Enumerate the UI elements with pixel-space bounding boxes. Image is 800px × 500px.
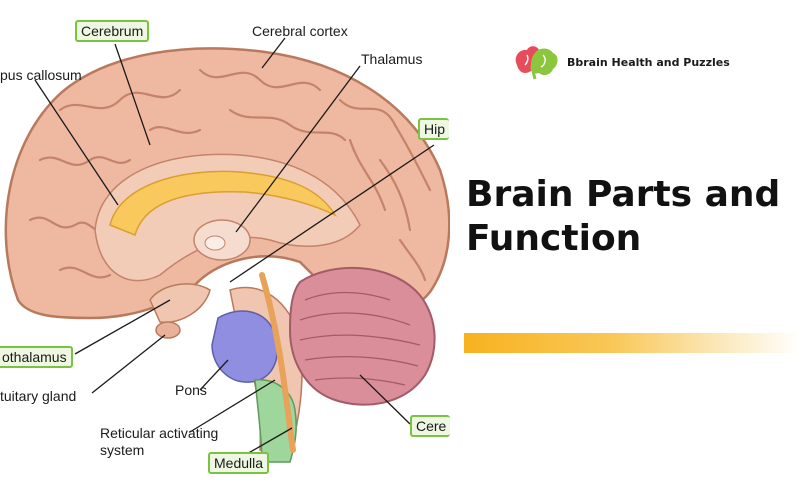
label-cerebral-cortex: Cerebral cortex xyxy=(252,23,348,39)
title-line-2: Function xyxy=(466,218,642,259)
corpus-callosum-shape xyxy=(109,170,337,237)
label-pons: Pons xyxy=(175,382,207,398)
brain-illustration xyxy=(4,37,450,463)
hypothalamus-shape xyxy=(149,283,211,324)
label-hypothalamus: othalamus xyxy=(0,346,73,368)
pituitary-shape xyxy=(155,321,181,339)
pons-shape xyxy=(211,310,278,383)
brain-diagram: Cerebrum Cerebral cortex pus callosum Th… xyxy=(0,20,450,474)
label-thalamus: Thalamus xyxy=(361,51,423,67)
leader-lines xyxy=(34,37,435,456)
label-cerebrum: Cerebrum xyxy=(75,20,150,42)
page-title: Brain Parts and Function xyxy=(466,173,800,261)
label-reticular-activating-line2: system xyxy=(100,442,145,458)
brand[interactable]: Bbrain Health and Puzzles xyxy=(513,42,730,82)
cerebellum-folds xyxy=(299,291,421,386)
accent-bar xyxy=(464,333,800,353)
title-line-1: Brain Parts and xyxy=(466,174,781,215)
label-cerebellum: Cere xyxy=(410,415,450,437)
gyri-folds xyxy=(28,68,432,282)
label-medulla: Medulla xyxy=(208,452,270,474)
label-corpus-callosum: pus callosum xyxy=(0,67,82,83)
label-hippocampus: Hip xyxy=(418,118,450,140)
label-pituitary-gland: tuitary gland xyxy=(0,388,77,404)
brain-logo-icon xyxy=(515,46,558,80)
brand-name: Bbrain Health and Puzzles xyxy=(567,55,730,69)
label-reticular-activating-line1: Reticular activating xyxy=(100,425,219,441)
